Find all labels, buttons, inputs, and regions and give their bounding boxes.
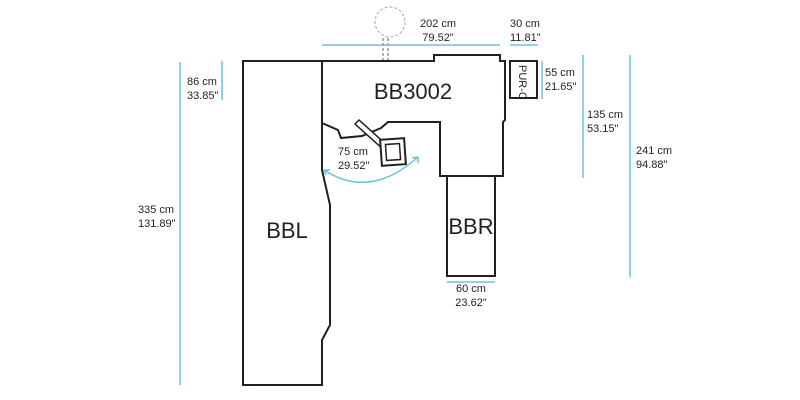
room-label-bbl: BBL: [266, 218, 308, 243]
dim-right-depth-cm: 135 cm: [587, 109, 623, 121]
room-bbr: [446, 175, 496, 277]
dim-bbr-width-cm: 60 cm: [456, 283, 486, 295]
dim-door-cm: 75 cm: [338, 146, 368, 158]
dim-right-depth-in: 53.15": [587, 123, 619, 135]
lamp-symbol: [374, 6, 406, 38]
dim-left-offset-in: 33.85": [187, 90, 219, 102]
dim-purc-height-in: 21.65": [545, 81, 577, 93]
door-symbol: [353, 118, 407, 167]
dim-door-in: 29.52": [338, 160, 370, 172]
room-label-purc: PUR-C: [516, 65, 528, 100]
door-swing-arc: [323, 156, 419, 183]
room-label-bbr: BBR: [448, 214, 493, 239]
dim-total-right-cm: 241 cm: [636, 145, 672, 157]
dim-left-offset-cm: 86 cm: [187, 76, 217, 88]
dim-purc-width-in: 11.81": [510, 32, 541, 44]
dim-total-left-cm: 335 cm: [138, 204, 174, 216]
dim-total-right-in: 94.88": [636, 159, 668, 171]
dim-purc-width-cm: 30 cm: [510, 18, 540, 30]
dim-bbr-width-in: 23.62": [455, 297, 487, 309]
room-purc: [509, 60, 538, 99]
dim-top-width-cm: 202 cm: [420, 18, 456, 30]
dim-purc-height-cm: 55 cm: [545, 67, 575, 79]
dim-total-left-in: 131.89": [138, 218, 176, 230]
dim-top-width-in: 79.52": [422, 32, 454, 44]
room-label-bb3002: BB3002: [374, 79, 452, 104]
